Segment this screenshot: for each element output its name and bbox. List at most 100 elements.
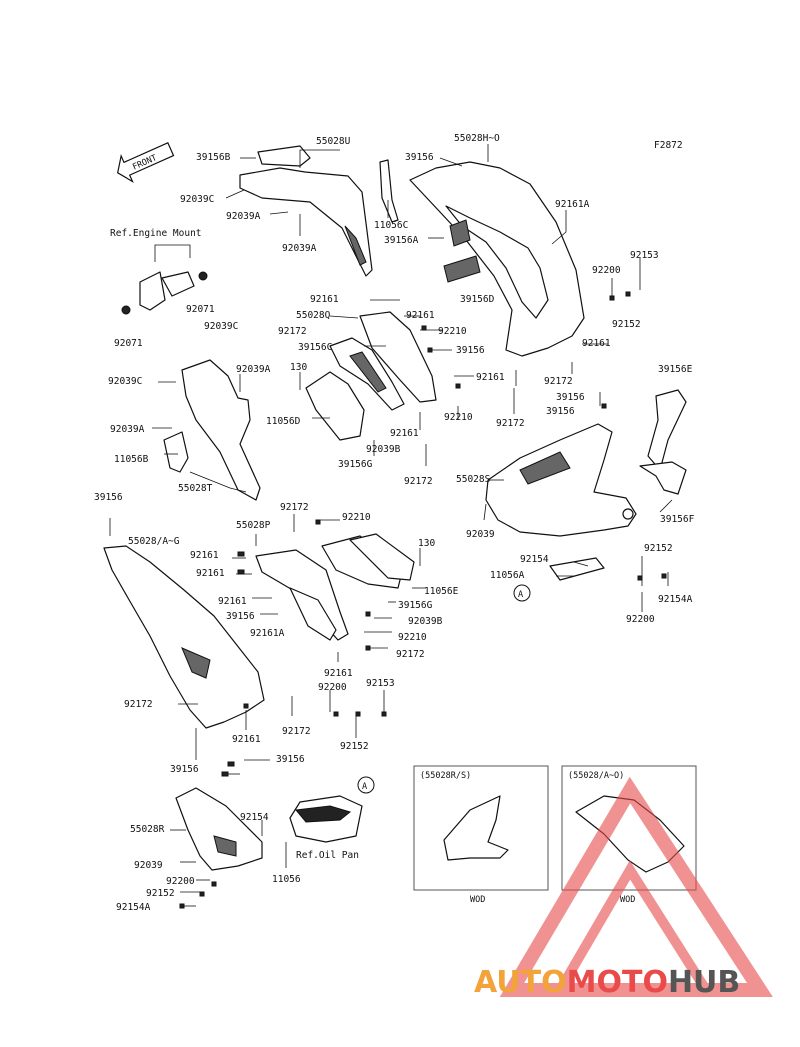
part-label-39156: 39156	[276, 754, 305, 765]
part-label-92172: 92172	[544, 376, 573, 387]
part-label-11056: 11056	[272, 874, 301, 885]
pad-39156E	[647, 389, 687, 471]
part-label-11056a: 11056A	[490, 570, 525, 581]
part-label-92161: 92161	[582, 338, 611, 349]
inset-box-55028RS: (55028R/S) WOD	[413, 765, 549, 905]
part-label-92039: 92039	[466, 529, 495, 540]
part-label-39156g: 39156G	[398, 600, 433, 611]
part-label-130: 130	[290, 362, 307, 373]
inner-panel-55028Q	[305, 311, 437, 441]
part-label-39156: 39156	[170, 764, 199, 775]
inset-box-title: (55028R/S)	[420, 771, 471, 781]
side-bracket-55028T	[163, 359, 261, 501]
part-label-92154a: 92154A	[658, 594, 693, 605]
part-label-92071: 92071	[114, 338, 143, 349]
part-label-92200: 92200	[592, 265, 621, 276]
part-label-92161: 92161	[406, 310, 435, 321]
part-label-11056d: 11056D	[266, 416, 301, 427]
part-label-92039b: 92039B	[366, 444, 401, 455]
watermark-moto: MOTO	[567, 965, 668, 1000]
part-label-39156: 39156	[405, 152, 434, 163]
part-label-92152: 92152	[146, 888, 175, 899]
part-label-11056e: 11056E	[424, 586, 459, 597]
part-label-92152: 92152	[644, 543, 673, 554]
part-label-92039a: 92039A	[236, 364, 271, 375]
part-label-39156b: 39156B	[196, 152, 231, 163]
part-number-labels: 55028U39156B92039C92039A92039A11056C3915…	[94, 133, 695, 913]
part-label-92154a: 92154A	[116, 902, 151, 913]
watermark-hub: HUB	[668, 965, 740, 1000]
front-arrow-icon: FRONT	[117, 142, 175, 183]
ref-engine-mount-label: Ref.Engine Mount	[110, 228, 202, 239]
callout-marker-a: A	[513, 584, 531, 602]
engine-mount-bracket	[121, 244, 208, 315]
part-label-92039c: 92039C	[180, 194, 214, 205]
watermark-text: AUTOMOTOHUB	[474, 965, 740, 1000]
part-label-55028q: 55028Q	[296, 310, 331, 321]
part-label-92039a: 92039A	[110, 424, 145, 435]
part-label-92172: 92172	[496, 418, 525, 429]
part-label-39156: 39156	[546, 406, 575, 417]
upper-cowl-bracket	[239, 145, 399, 277]
pad-39156F	[639, 461, 687, 495]
part-label-92172: 92172	[282, 726, 311, 737]
part-label-92172: 92172	[280, 502, 309, 513]
part-label-39156d: 39156D	[460, 294, 495, 305]
inset-box-title: (55028/A~O)	[568, 771, 624, 781]
part-label-92161: 92161	[324, 668, 353, 679]
svg-text:A: A	[518, 590, 523, 600]
part-label-92161: 92161	[310, 294, 339, 305]
part-label-39156: 39156	[556, 392, 585, 403]
upper-cowl-main	[409, 161, 585, 357]
part-label-39156: 39156	[226, 611, 255, 622]
part-label-39156g: 39156G	[338, 459, 373, 470]
part-label-92200: 92200	[318, 682, 347, 693]
part-label-39156e: 39156E	[658, 364, 693, 375]
part-label-92154: 92154	[240, 812, 269, 823]
part-label-92210: 92210	[444, 412, 473, 423]
part-label-92172: 92172	[404, 476, 433, 487]
part-label-92152: 92152	[612, 319, 641, 330]
figure-id: F2872	[654, 140, 683, 151]
callout-marker-a-2: A	[357, 776, 375, 794]
part-label-92210: 92210	[342, 512, 371, 523]
ref-oil-pan-label: Ref.Oil Pan	[296, 850, 359, 861]
part-label-92172: 92172	[396, 649, 425, 660]
part-label-92039c: 92039C	[108, 376, 142, 387]
part-label-92071: 92071	[186, 304, 215, 315]
part-label-55028-a-g: 55028/A~G	[128, 536, 180, 547]
part-label-92161: 92161	[218, 596, 247, 607]
oil-pan	[289, 795, 363, 843]
part-label-92161: 92161	[476, 372, 505, 383]
part-label-11056c: 11056C	[374, 220, 408, 231]
watermark-auto: AUTO	[474, 965, 567, 1000]
part-label-92161a: 92161A	[555, 199, 590, 210]
part-label-92154: 92154	[520, 554, 549, 565]
part-label-92161: 92161	[390, 428, 419, 439]
part-label-55028p: 55028P	[236, 520, 271, 531]
part-label-92039b: 92039B	[408, 616, 443, 627]
part-label-39156: 39156	[94, 492, 123, 503]
part-label-92153: 92153	[366, 678, 395, 689]
part-label-55028r: 55028R	[130, 824, 165, 835]
part-label-92161: 92161	[232, 734, 261, 745]
belly-pan-55028R	[175, 787, 263, 871]
inset-box-caption: WOD	[470, 895, 485, 905]
part-label-92153: 92153	[630, 250, 659, 261]
part-label-55028h-o: 55028H~O	[454, 133, 500, 144]
part-label-92039a: 92039A	[226, 211, 261, 222]
lower-cowl-55028S	[485, 423, 637, 581]
part-label-92172: 92172	[124, 699, 153, 710]
inset-box-caption: WOD	[620, 895, 635, 905]
part-label-92161a: 92161A	[250, 628, 285, 639]
part-label-55028u: 55028U	[316, 136, 351, 147]
fasteners	[179, 291, 667, 909]
part-label-92200: 92200	[166, 876, 195, 887]
part-label-55028s: 55028S	[456, 474, 491, 485]
part-label-55028t: 55028T	[178, 483, 213, 494]
lower-fairing-55028AG	[103, 545, 265, 729]
part-label-92039a: 92039A	[282, 243, 317, 254]
part-label-92172: 92172	[278, 326, 307, 337]
part-label-39156c: 39156C	[298, 342, 332, 353]
